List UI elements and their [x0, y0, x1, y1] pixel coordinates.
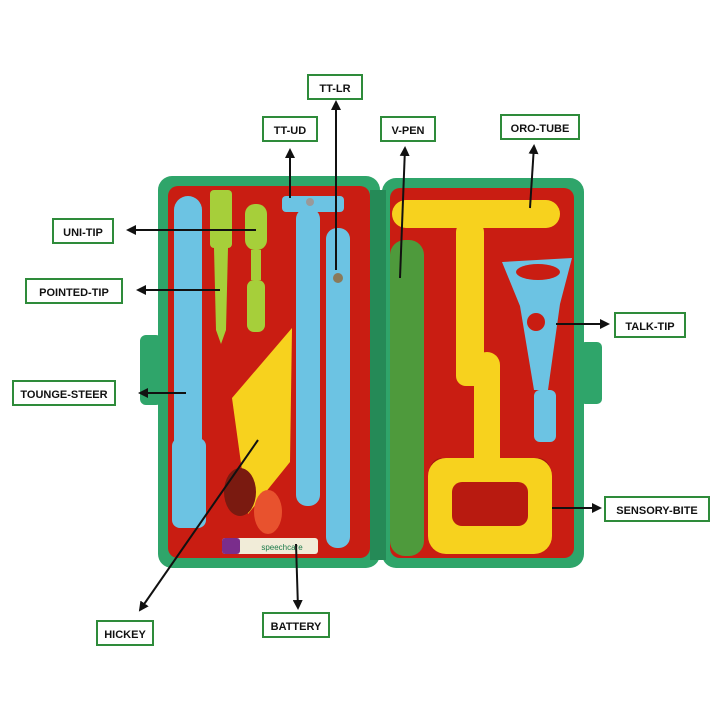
hickey-bits	[224, 468, 282, 534]
sensory-bite-tool	[428, 352, 552, 554]
label-uni-tip: UNI-TIP	[52, 218, 114, 244]
case-hinge	[370, 190, 386, 560]
battery-brand-text: speechcare	[261, 543, 303, 552]
label-hickey: HICKEY	[96, 620, 154, 646]
tt-ud-tool	[282, 196, 344, 506]
label-tt-ud: TT-UD	[262, 116, 318, 142]
label-sensory-bite: SENSORY-BITE	[604, 496, 710, 522]
battery: speechcare	[222, 538, 318, 554]
hickey-tool	[232, 328, 292, 514]
pointer-arrows	[126, 100, 610, 612]
label-tt-lr: TT-LR	[307, 74, 363, 100]
pointed-tip-tool	[210, 190, 232, 344]
label-battery: BATTERY	[262, 612, 330, 638]
uni-tip-tool	[245, 204, 267, 332]
arrow-v-pen	[399, 146, 410, 279]
label-pointed-tip: POINTED-TIP	[25, 278, 123, 304]
arrow-hickey	[138, 439, 259, 612]
tounge-steer-tool	[172, 196, 206, 528]
arrow-battery	[292, 543, 303, 610]
oro-tube-tool	[392, 200, 560, 386]
case-latch-right	[580, 342, 602, 404]
label-oro-tube: ORO-TUBE	[500, 114, 580, 140]
label-v-pen: V-PEN	[380, 116, 436, 142]
label-talk-tip: TALK-TIP	[614, 312, 686, 338]
arrow-oro-tube	[528, 144, 539, 209]
v-pen-tool	[390, 240, 424, 556]
tt-lr-tool	[326, 228, 350, 548]
label-tounge-steer: TOUNGE-STEER	[12, 380, 116, 406]
case-handle-left	[140, 335, 162, 405]
talk-tip-tool	[502, 258, 572, 442]
